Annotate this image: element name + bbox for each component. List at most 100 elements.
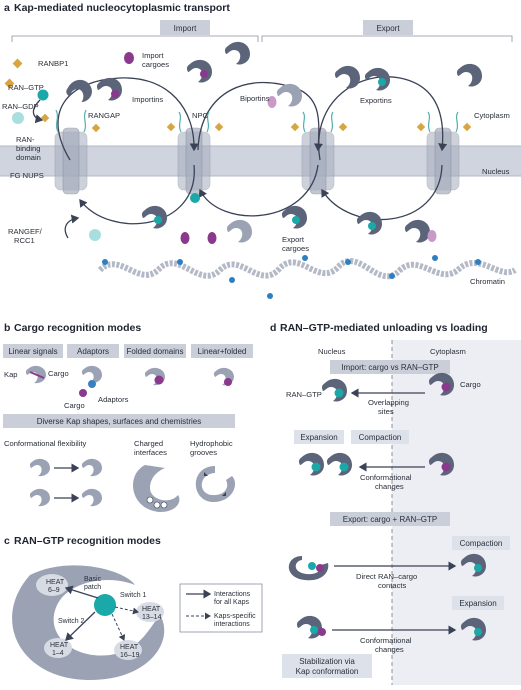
label-ran-binding-2: binding (16, 144, 41, 153)
compacted-ran (340, 463, 349, 472)
import-tab-label: Import (174, 24, 197, 33)
heat-13-14-label-1: HEAT (142, 606, 161, 613)
label-conf2-2: changes (375, 645, 404, 654)
label-nucleus: Nucleus (482, 167, 510, 176)
label-nucleus-d: Nucleus (318, 347, 346, 356)
export-ran-nuclear (308, 562, 316, 570)
label-importins: Importins (132, 95, 163, 104)
compacted-kap (327, 453, 352, 476)
label-charged-2: interfaces (134, 448, 167, 457)
label-cytoplasm-d: Cytoplasm (430, 347, 466, 356)
label-hydro-1: Hydrophobic (190, 439, 233, 448)
heat-1-4-label-2: 1–4 (52, 650, 64, 657)
import-kap-ran (322, 379, 347, 402)
label-hydro-2: grooves (190, 448, 217, 457)
label-adaptors: Adaptors (98, 395, 129, 404)
label-ran-gtp-d: RAN–GTP (286, 390, 322, 399)
label-ran-binding-3: domain (16, 153, 41, 162)
nuclear-kap-3-ran (292, 216, 300, 224)
label-overlap-2: sites (378, 407, 394, 416)
label-export-cargoes-1: Export (282, 235, 305, 244)
panel-c: c RAN–GTP recognition modes HEAT 6–9 HEA… (4, 535, 262, 680)
tab-linear-folded-label: Linear+folded (198, 347, 247, 356)
export-cargo-nuclear (428, 230, 437, 242)
label-rangef-2: RCC1 (14, 236, 35, 245)
flex-kap-1 (30, 459, 50, 476)
export-cargo-nuclear-d (316, 564, 324, 572)
heat-16-19-label-1: HEAT (120, 644, 139, 651)
heat-6-9-label-1: HEAT (46, 579, 65, 586)
exportin-free (277, 84, 302, 107)
basic-patch-label-2: patch (84, 584, 101, 591)
label-cargo-adaptor: Cargo (64, 401, 85, 410)
heat-13-14-label-2: 13–14 (142, 614, 162, 621)
flex-kap-3 (30, 489, 50, 506)
linear-folded-cargo (224, 378, 232, 386)
export-bracket (262, 36, 512, 42)
panel-a-letter: a (4, 2, 10, 14)
tab-diverse-kaps-label: Diverse Kap shapes, surfaces and chemist… (37, 417, 202, 426)
tab-folded-domains-label: Folded domains (127, 347, 184, 356)
legend-dash-label-2: interactions (214, 621, 250, 628)
label-cargo-d: Cargo (460, 380, 481, 389)
stab-label-2: Kap conformation (296, 667, 359, 676)
stab-cargo-nuclear (318, 628, 326, 636)
ran-gtp-nucleus-sphere (190, 193, 200, 203)
panel-d-title: RAN–GTP-mediated unloading vs loading (280, 322, 488, 334)
import-ran-d (335, 389, 344, 398)
label-cytoplasm: Cytoplasm (474, 111, 510, 120)
nuclear-kap-1 (142, 206, 167, 229)
adaptor-sphere (88, 380, 96, 388)
export-ran-cyto (474, 564, 482, 572)
import-bracket (12, 36, 258, 42)
hydrophobic-kap (196, 466, 235, 502)
expansion-label-2: Expansion (459, 599, 496, 608)
biportin-kap-2 (225, 42, 250, 65)
label-biportins: Biportins (240, 94, 270, 103)
panel-b-letter: b (4, 322, 10, 334)
panel-a: a Kap-mediated nucleocytoplasmic transpo… (0, 2, 521, 299)
panel-a-title: Kap-mediated nucleocytoplasmic transport (14, 2, 230, 14)
biportin-kap-1 (187, 60, 212, 83)
export-mode-tab-label: Export: cargo + RAN–GTP (343, 515, 437, 524)
switch2-label: Switch 2 (58, 618, 85, 625)
stab-ran-cyto (474, 628, 482, 636)
label-kap: Kap (4, 370, 18, 379)
label-ran-binding-1: RAN- (16, 135, 35, 144)
panel-c-title: RAN–GTP recognition modes (14, 535, 161, 547)
expansion-label: Expansion (300, 433, 337, 442)
heat-6-9-label-2: 6–9 (48, 587, 60, 594)
panel-d-letter: d (270, 322, 276, 334)
nuclear-kap-2 (227, 220, 252, 243)
nuclear-cargo-2 (208, 232, 217, 244)
tab-linear-signals-label: Linear signals (8, 347, 57, 356)
label-conformational: Conformational flexibility (4, 439, 87, 448)
exportin-ran (378, 78, 386, 86)
exportin-kap-1 (335, 66, 360, 89)
expanded-ran (312, 463, 321, 472)
legend-solid-label-2: for all Kaps (214, 599, 250, 606)
expanded-kap (299, 453, 324, 476)
cyto-cargo (442, 463, 451, 472)
biportin-cargo (200, 70, 208, 78)
rangap-diamonds (5, 59, 472, 133)
import-mode-tab-label: Import: cargo vs RAN–GTP (341, 363, 438, 372)
tab-adaptors-label: Adaptors (77, 347, 109, 356)
nuclear-kap-4-ran (368, 222, 376, 230)
panel-d: d RAN–GTP-mediated unloading vs loading … (270, 322, 521, 685)
label-overlap-1: Overlapping (368, 398, 409, 407)
label-ran-gdp: RAN–GDP (2, 102, 39, 111)
import-cargo-d (442, 383, 451, 392)
nuclear-kap-1-ran (154, 216, 162, 224)
legend-solid-label-1: Interactions (214, 591, 251, 598)
label-cargo-linear: Cargo (48, 369, 69, 378)
export-tab-label: Export (376, 24, 400, 33)
label-rangef-1: RANGEF/ (8, 227, 43, 236)
nuclear-cargo-1 (181, 232, 190, 244)
label-rangap: RANGAP (88, 111, 120, 120)
exportin-kap-3 (457, 64, 482, 87)
label-direct-1: Direct RAN–cargo (356, 572, 417, 581)
stab-kap-nuclear (297, 616, 322, 639)
